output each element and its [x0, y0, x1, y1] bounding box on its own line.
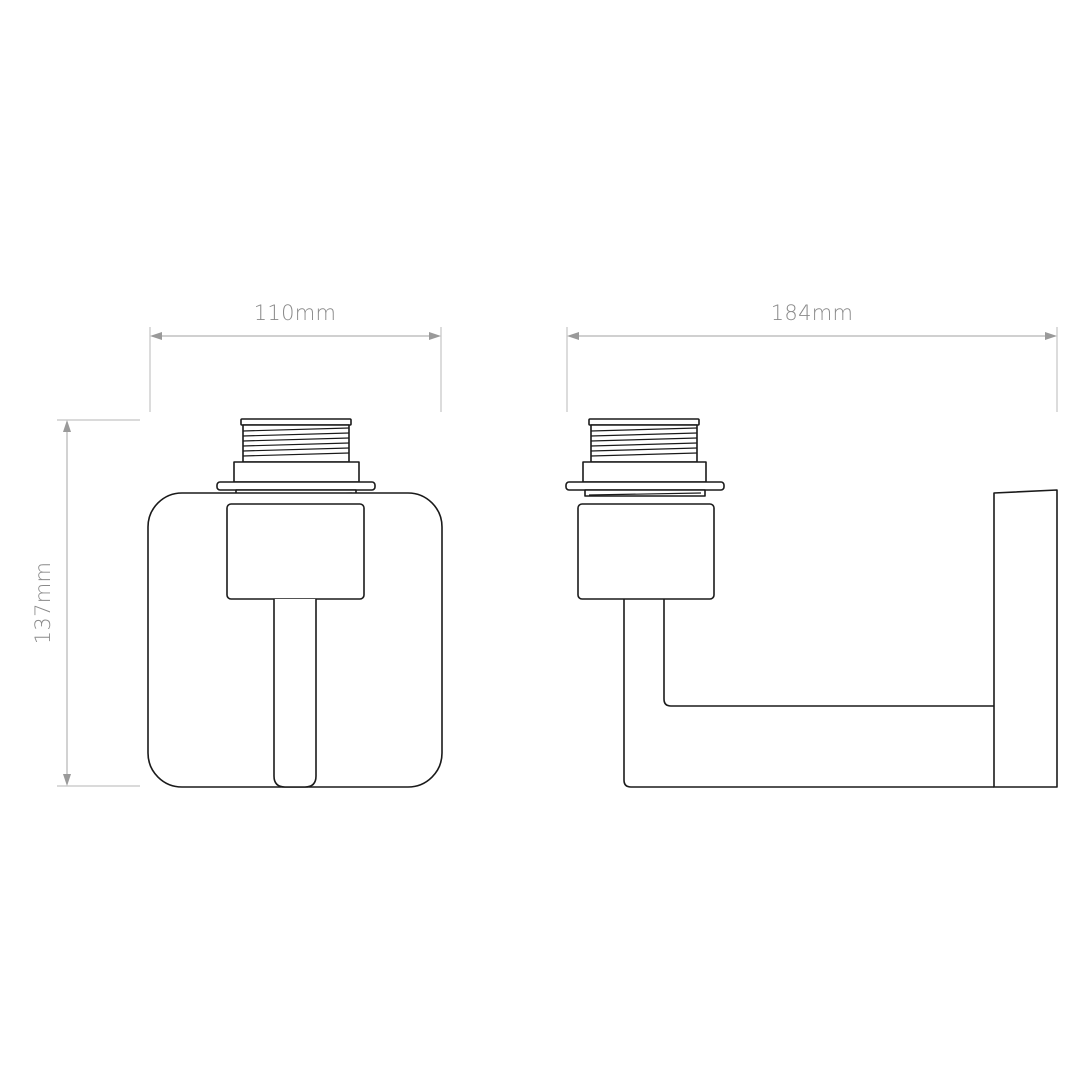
side-flange [565, 481, 725, 491]
front-thread-ridge [242, 437, 350, 442]
front-flange [216, 481, 376, 491]
side-thread-ridge [590, 442, 698, 447]
front-width-dimension: 110mm [149, 301, 442, 412]
front-hex-nut [233, 461, 360, 483]
side-flange-thread-line [588, 492, 702, 496]
side-heating-element-outer [623, 599, 994, 788]
side-thread-top-cap [588, 418, 700, 426]
side-width-dimension: 184mm [566, 301, 1058, 412]
front-thread-ridge [242, 447, 350, 452]
side-flange-lower-ring [584, 489, 706, 497]
side-width-label: 184mm [771, 301, 854, 325]
front-width-label: 110mm [254, 301, 337, 325]
front-heating-rod [273, 599, 317, 788]
front-collar [226, 503, 365, 600]
front-thread-ridge [242, 427, 350, 432]
side-width-arrow-right [1045, 332, 1057, 340]
side-back-plate [993, 489, 1058, 788]
front-thread-ridge [242, 432, 350, 437]
side-thread-ridge [590, 432, 698, 437]
front-width-arrow-right [429, 332, 441, 340]
side-heating-element-inner [663, 599, 994, 707]
front-thread-ridge [242, 442, 350, 447]
side-view [565, 418, 1058, 788]
side-hex-nut [582, 461, 707, 483]
height-dimension: 137mm [31, 419, 140, 787]
side-thread-ridge [590, 447, 698, 452]
front-thread-top-cap [240, 418, 352, 426]
height-arrow-bottom [63, 774, 71, 786]
front-thread-connector [216, 418, 376, 497]
side-width-arrow-left [567, 332, 579, 340]
height-label: 137mm [31, 562, 55, 645]
height-arrow-top [63, 420, 71, 432]
side-thread-ridge [590, 437, 698, 442]
front-view [147, 418, 443, 788]
side-thread-ridge [590, 427, 698, 432]
side-thread-ridge [590, 452, 698, 457]
front-width-arrow-left [150, 332, 162, 340]
side-collar [577, 503, 715, 600]
front-thread-ridge [242, 452, 350, 457]
side-thread-connector [565, 418, 725, 497]
